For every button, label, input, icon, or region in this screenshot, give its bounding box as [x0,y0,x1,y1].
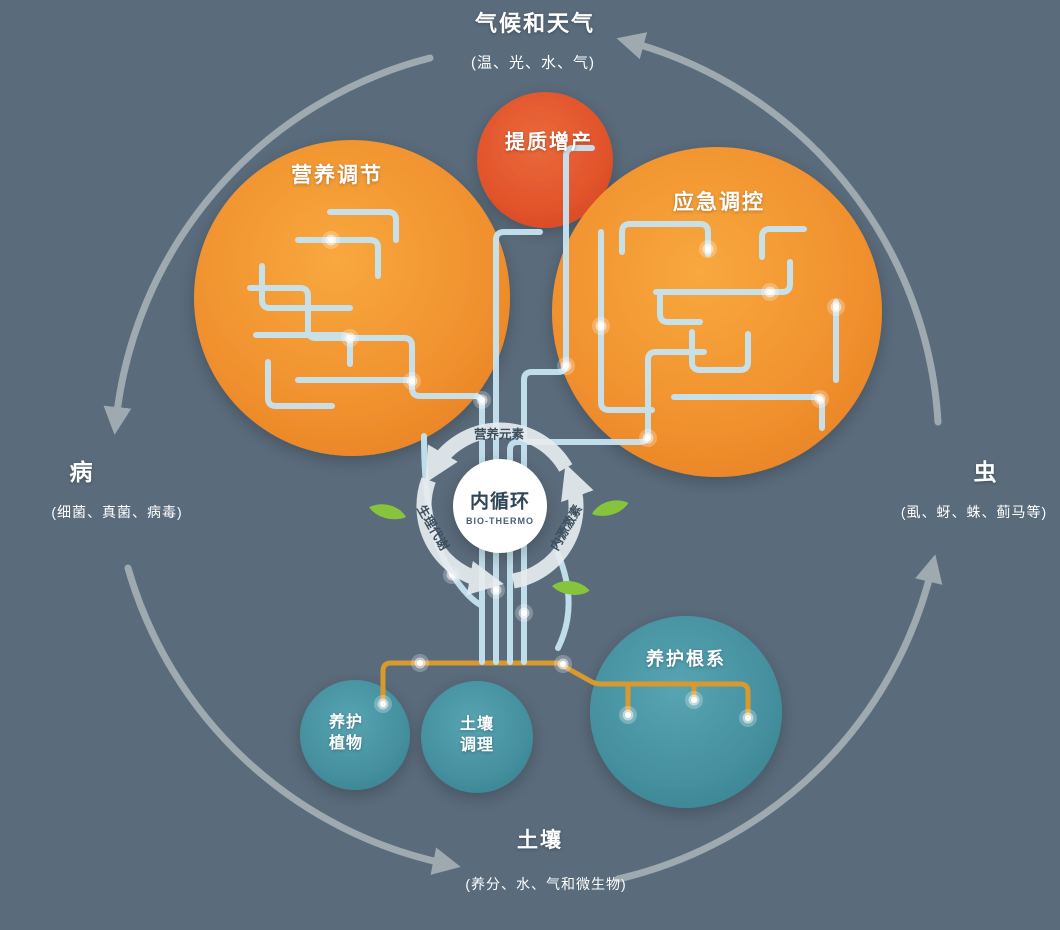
climate-subtitle: (温、光、水、气) [471,54,595,72]
bubble-circles [194,92,882,808]
soil-conditioning-line1: 土壤 [459,716,495,734]
cycle-arrow-bottom-right-icon [614,554,943,883]
core-title: 内循环 [469,491,531,513]
leaf-icon [369,504,406,520]
cycle-arrow-top-left-icon [103,54,434,435]
nutrition-circle [194,140,510,456]
emergency-label: 应急调控 [673,191,765,214]
plant-care-line1: 养护 [328,714,364,732]
root-care-circle [590,616,782,808]
leaf-icon [552,580,590,595]
root-care-label: 养护根系 [646,649,726,669]
quality-circle [477,92,613,228]
inner-cycle-arrow-right-icon [511,463,594,589]
cycle-arrow-bottom-left-icon [124,564,461,875]
disease-title: 病 [69,459,95,485]
insect-subtitle: (虱、蚜、蛛、蓟马等) [900,504,1048,520]
outer-cycle-arrows [103,32,943,883]
quality-label: 提质增产 [505,131,593,154]
inner-cycle-arrow-left-icon [416,477,504,595]
disease-subtitle: (细菌、真菌、病毒) [51,504,183,520]
climate-title: 气候和天气 [474,11,596,36]
core-subtitle: BIO-THERMO [466,516,534,526]
insect-title: 虫 [973,459,999,485]
plant-care-label: 养护 植物 [329,713,363,755]
leaf-icon [592,500,629,516]
cycle-label-nutrient-elements: 营养元素 [473,427,525,442]
soil-conditioning-circle [421,681,533,793]
inner-cycle-arrow-top-icon [425,422,573,483]
nutrition-label: 营养调节 [291,164,383,187]
core-disc [453,459,547,553]
leaf-icons [369,500,629,595]
inner-cycle-ring [416,422,594,595]
cycle-arrow-top-right-icon [616,32,942,426]
soil-conditioning-label: 土壤 调理 [460,715,494,757]
soil-title: 土壤 [517,829,563,852]
plant-care-line2: 植物 [328,735,364,752]
soil-subtitle: (养分、水、气和微生物) [465,876,627,892]
soil-conditioning-line2: 调理 [459,737,495,754]
